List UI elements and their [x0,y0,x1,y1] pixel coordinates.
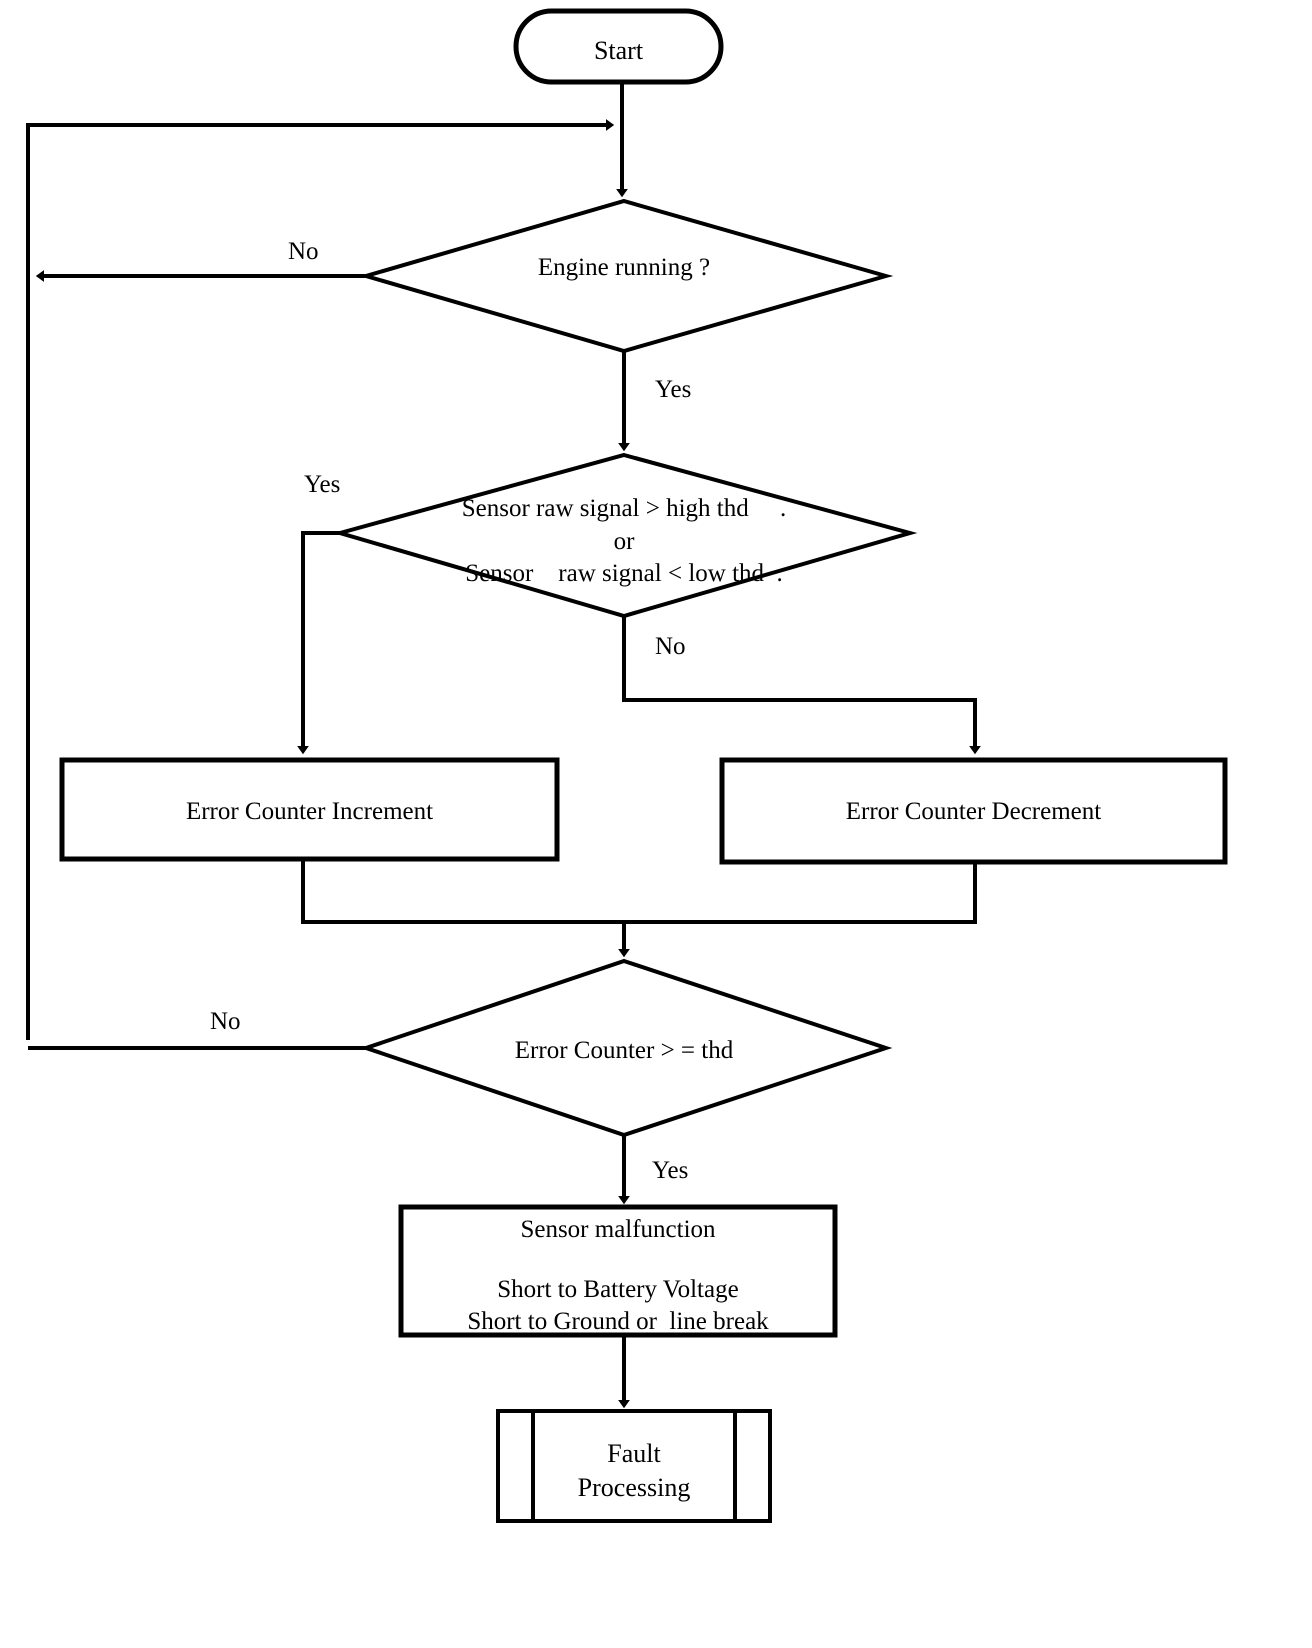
malfunction-label-group: Sensor malfunction Short to Battery Volt… [401,1214,835,1338]
signal-range-line-3: Sensor raw signal < low thd . [465,560,783,587]
edge-label-signal-no: No [655,633,686,660]
engine-running-diamond-shape [358,198,894,354]
fault-processing-line-2: Processing [577,1473,691,1503]
counter-threshold-diamond-shape [359,958,893,1138]
signal-range-line-1: Sensor raw signal > high thd . [461,495,787,522]
malfunction-line-1: Sensor malfunction [520,1216,716,1243]
edge-label-threshold-yes: Yes [652,1157,689,1184]
edge-label-engine-yes: Yes [655,376,692,403]
fault-processing-box-shape [496,1409,772,1523]
start-terminator-shape [513,8,724,85]
edge-signal-no [622,616,981,755]
fault-processing-line-1: Fault [607,1439,661,1468]
malfunction-line-3: Short to Ground or line break [467,1308,769,1335]
edge-decrement-merge [624,862,977,924]
counter-decrement-box-shape [719,757,1228,865]
edge-loopback-rail [26,119,615,1040]
malfunction-box-shape [398,1204,838,1338]
edge-signal-yes [297,531,340,755]
edge-label-engine-no: No [288,238,319,265]
edge-increment-merge [301,859,624,924]
edge-label-threshold-no: No [210,1008,241,1035]
edge-label-signal-yes: Yes [304,471,341,498]
counter-increment-box-shape [59,757,560,862]
signal-range-line-2: or [613,527,635,555]
signal-range-label-group: Sensor raw signal > high thd . or Sensor… [364,493,884,591]
fault-processing-label-group: Fault Processing [498,1437,770,1506]
malfunction-line-2: Short to Battery Voltage [497,1276,739,1303]
